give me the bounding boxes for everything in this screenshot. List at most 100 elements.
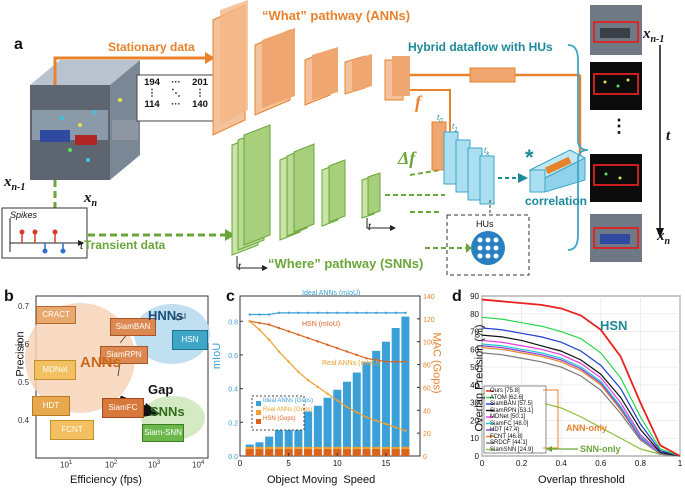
xtick: 0.8	[635, 459, 647, 468]
point-real-anns-miou-	[248, 320, 251, 323]
point-hsn-miou-	[355, 353, 358, 357]
ytick-right: 80	[423, 363, 431, 370]
ytick-right: 40	[423, 408, 431, 415]
ytick: 60	[470, 345, 479, 354]
point-ideal-anns-miou-	[287, 311, 290, 315]
bar-ideal-gops	[372, 350, 381, 456]
pixel-matrix-values: 194···201 ⋮⋱⋮ 114···140	[144, 77, 208, 110]
bar-ideal-gops	[333, 389, 342, 456]
snn-pathway-layers	[231, 124, 445, 256]
mdnet-box: MDNet	[34, 360, 76, 380]
bar-hsn-gops	[294, 449, 303, 456]
spikes-t-label: t	[80, 240, 84, 252]
point-ideal-anns-miou-	[355, 311, 358, 315]
siamrpn-box: SiamRPN	[100, 346, 148, 364]
legend-hsn-miou: HSN (mIoU)	[302, 321, 341, 328]
ytick: 80	[470, 310, 479, 319]
bar-hsn-gops	[372, 449, 381, 456]
panel-b-ytick-07: 0.7	[18, 302, 30, 311]
xtick: 0.6	[595, 459, 607, 468]
point-real-anns-miou-	[365, 416, 368, 419]
point-ideal-anns-miou-	[404, 311, 407, 315]
point-ideal-anns-miou-	[336, 311, 339, 315]
point-real-anns-miou-	[404, 429, 407, 432]
delta-f-symbol: Δf	[398, 148, 416, 168]
panel-b-xtick-2: 102	[105, 460, 118, 470]
ytick-left: 0.6	[228, 353, 238, 360]
ann-pathway-layers	[212, 0, 582, 167]
ytick-left: 0.2	[228, 420, 238, 427]
bar-hsn-gops	[381, 449, 390, 456]
point-real-anns-miou-	[277, 350, 281, 353]
ytick-right: 20	[423, 431, 431, 438]
bar-hsn-gops	[323, 449, 332, 456]
x-n-label: xn	[84, 190, 98, 209]
ytick-right: 100	[423, 340, 435, 347]
hus-label: HUs	[476, 219, 494, 229]
ytick: 20	[470, 416, 479, 425]
point-ideal-anns-miou-	[248, 313, 251, 316]
curve-atom	[481, 316, 681, 457]
hnns-label: HNNs	[148, 308, 184, 323]
legend-ideal-gops: Ideal ANNs (Gops)	[263, 398, 314, 404]
ytick: 40	[470, 381, 479, 390]
point-ideal-anns-miou-	[394, 311, 397, 315]
point-real-anns-miou-	[316, 385, 320, 389]
point-ideal-anns-miou-	[267, 313, 271, 316]
point-real-anns-miou-	[336, 399, 339, 402]
point-real-anns-miou-	[287, 360, 290, 363]
bar-ideal-gops	[362, 362, 371, 456]
point-real-anns-miou-	[326, 392, 329, 395]
hus-box	[425, 200, 530, 276]
bar-ideal-gops	[323, 397, 332, 456]
ytick-right: 0	[423, 454, 427, 461]
legend-hsn-gops: HSN (Gops)	[263, 416, 296, 422]
point-ideal-anns-miou-	[326, 311, 329, 315]
bar-hsn-gops	[333, 449, 342, 456]
xtick: 5	[286, 459, 291, 468]
cract-box: CRACT	[36, 306, 76, 324]
bar-ideal-gops	[352, 372, 361, 456]
bar-hsn-gops	[401, 449, 410, 456]
bar-ideal-gops	[343, 381, 352, 456]
curve-srdcf	[481, 352, 681, 457]
point-hsn-miou-	[277, 326, 281, 330]
spikes-label: Spikes	[10, 210, 38, 220]
bar-hsn-gops	[313, 449, 322, 456]
bar-hsn-gops	[245, 449, 254, 456]
point-hsn-miou-	[365, 357, 368, 360]
panel-b-ytick-06: 0.6	[18, 340, 30, 349]
point-hsn-miou-	[306, 336, 310, 340]
point-real-anns-miou-	[394, 426, 397, 429]
hdt-box: HDT	[32, 396, 70, 416]
legend-ideal-miou: Ideal ANNs (mIoU)	[302, 290, 361, 297]
panel-c-label: c	[226, 288, 235, 305]
bar-hsn-gops	[255, 449, 264, 456]
bar-hsn-gops	[265, 449, 274, 456]
point-ideal-anns-miou-	[375, 311, 378, 315]
curve-siamban	[481, 327, 681, 457]
x-n-1-label: xn-1	[4, 174, 26, 193]
legend-entry: ATOM [62.6]	[490, 394, 524, 401]
legend-entry: SiamFC [48.0]	[490, 420, 529, 427]
legend-entry: FCNT [46.8]	[490, 433, 523, 440]
event-cube	[30, 60, 140, 180]
bar-ideal-gops	[391, 328, 400, 456]
panel-b-xlabel: Efficiency (fps)	[70, 474, 142, 486]
xtick: 0	[480, 459, 485, 468]
point-hsn-miou-	[287, 330, 290, 333]
legend-entry: HDT [47.4]	[490, 427, 519, 433]
tk-label: tk	[484, 146, 490, 158]
bar-ideal-gops	[284, 424, 293, 456]
point-hsn-miou-	[297, 333, 300, 336]
bar-hsn-gops	[343, 449, 352, 456]
ytick-left: 0.0	[228, 454, 238, 461]
point-hsn-miou-	[404, 360, 407, 363]
panel-d-legend: Ours [75.8]ATOM [62.6]SiamBAN [57.5]Siam…	[490, 388, 550, 453]
ytick-left: 0.4	[228, 387, 238, 394]
legend-entry: SiamBAN [57.5]	[490, 401, 533, 407]
frame-x-n-1-label: xn-1	[643, 26, 665, 45]
snn-t-label-2: t	[368, 222, 371, 233]
point-real-anns-miou-	[306, 379, 310, 382]
